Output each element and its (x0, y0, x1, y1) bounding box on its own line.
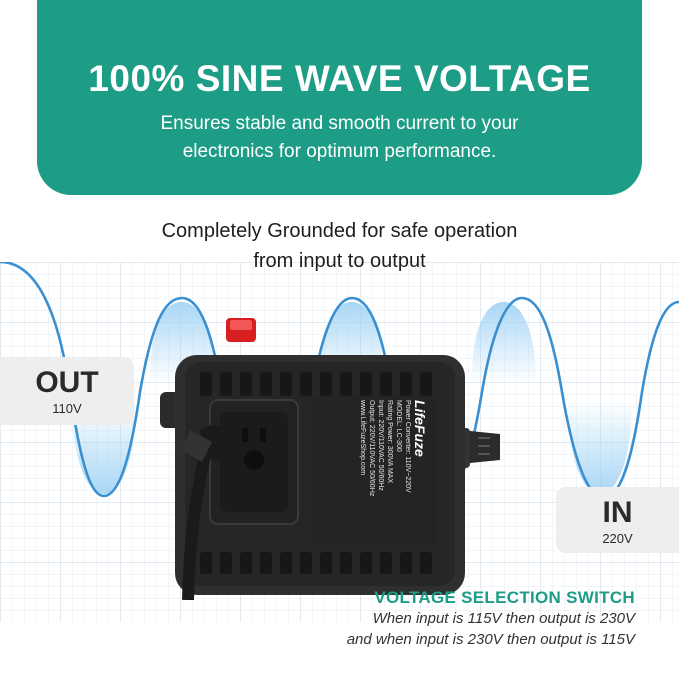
spec-line: Input: 220V/110VAC 50/60Hz (377, 400, 384, 491)
out-voltage: 110V (52, 401, 82, 416)
spec-line: www.LifeFuzeShop.com (359, 400, 366, 476)
banner-subtitle-line: electronics for optimum performance. (182, 141, 497, 162)
out-title: OUT (35, 366, 99, 399)
subheading-line: Completely Grounded for safe operation (161, 220, 518, 242)
device-label-panel: LifeFuze Power Converter: 110V~220V MODE… (312, 396, 436, 546)
input-voltage-label: IN 220V (556, 487, 679, 553)
spec-line: Output: 220V/110VAC 50/60Hz (368, 400, 375, 497)
banner-subtitle: Ensures stable and smooth current to you… (77, 110, 602, 166)
subheading-line: from input to output (253, 250, 426, 272)
header-banner: 100% SINE WAVE VOLTAGE Ensures stable an… (37, 0, 642, 195)
output-voltage-label: OUT 110V (0, 357, 134, 425)
spec-line: Rating Power: 300VA MAX (386, 400, 393, 484)
banner-subtitle-line: Ensures stable and smooth current to you… (160, 113, 519, 134)
note-line: and when input is 230V then output is 11… (346, 631, 635, 648)
in-voltage: 220V (602, 531, 633, 546)
spec-line: MODEL: LC-300 (395, 400, 402, 452)
device-label-text: LifeFuze Power Converter: 110V~220V MODE… (358, 400, 428, 542)
banner-title: 100% SINE WAVE VOLTAGE (88, 58, 591, 99)
spec-line: Power Converter: 110V~220V (404, 400, 411, 493)
voltage-converter-device (160, 318, 500, 600)
brand-logo-text: LifeFuze (412, 400, 428, 457)
voltage-switch-note: VOLTAGE SELECTION SWITCH When input is 1… (215, 588, 635, 650)
grounded-subheading: Completely Grounded for safe operation f… (0, 216, 679, 276)
in-title: IN (602, 496, 633, 529)
note-line: When input is 115V then output is 230V (372, 610, 635, 627)
note-title: VOLTAGE SELECTION SWITCH (374, 588, 635, 607)
